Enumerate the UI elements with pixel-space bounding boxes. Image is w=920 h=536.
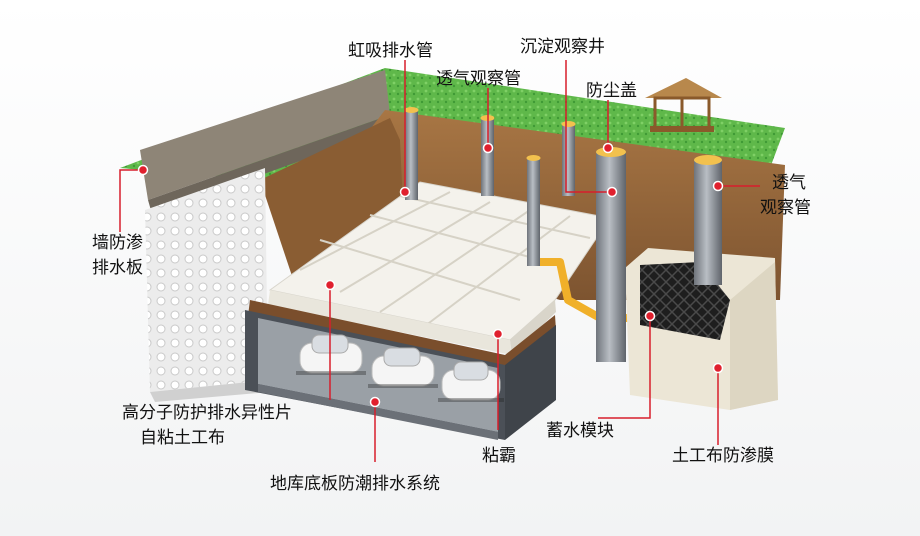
label-dust-cover: 防尘盖 [586,81,637,101]
settling-well-pipe [596,147,626,362]
wall-drainage-board [145,168,268,392]
label-vent-pipe-right-line1: 透气 [772,173,806,193]
leader-lines [119,60,760,462]
label-settling-well: 沉淀观察井 [520,37,605,57]
label-vent-pipe-right-line2: 观察管 [760,198,811,218]
label-wall-board-line1: 墙防渗 [92,233,143,253]
label-wall-board-line2: 排水板 [92,258,143,278]
label-polymer-sheet-line1: 高分子防护排水异性片 [122,403,292,423]
slab-edge [248,300,556,372]
pavilion [645,78,722,132]
label-polymer-sheet-line2: 自粘土工布 [140,428,225,448]
label-floor-system: 地库底板防潮排水系统 [270,474,440,494]
drainage-cell-platform [268,181,611,341]
label-zhanba: 粘霸 [482,446,516,466]
vent-pipe-large [694,155,722,285]
label-vent-pipe-top: 透气观察管 [436,69,521,89]
stone-layer [140,70,390,200]
label-storage-module: 蓄水模块 [546,421,614,441]
label-geotextile-membrane: 土工布防渗膜 [672,446,774,466]
vent-pipes-small [404,107,576,266]
marker-dots [137,142,724,408]
label-siphon-pipe: 虹吸排水管 [348,41,433,61]
parked-cars [296,334,504,402]
